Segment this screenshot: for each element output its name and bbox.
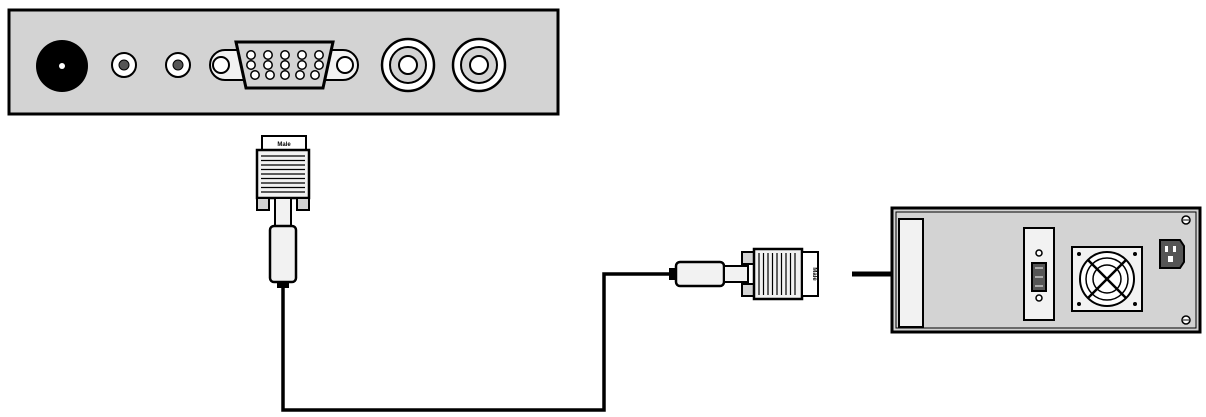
vga-pin [280, 60, 290, 70]
vga-pin [263, 60, 273, 70]
vga-pin [246, 50, 256, 60]
plug-tab-side [801, 251, 819, 297]
case-inner-frame [895, 211, 1197, 329]
audio-jack-1 [111, 52, 137, 78]
vga-pin [310, 70, 320, 80]
vga-plug-horizontal: Male [669, 247, 819, 301]
plug-label-top: Male [277, 142, 291, 148]
rca-jack-2 [451, 37, 507, 93]
ferrite-core-side [674, 260, 726, 288]
plug-thumbscrew-side-top [741, 251, 755, 265]
case-screw-bottom [1181, 315, 1191, 325]
rca-jack-1 [380, 37, 436, 93]
vga-port-female [209, 40, 359, 90]
plug-neck [274, 197, 292, 227]
audio-jack-2 [165, 52, 191, 78]
vga-pin [250, 70, 260, 80]
computer-rear-panel [890, 206, 1202, 334]
vga-pin [314, 50, 324, 60]
vga-pin [280, 70, 290, 80]
device-rear-panel [7, 8, 560, 116]
vga-cable [281, 272, 672, 412]
plug-body-side [752, 247, 804, 301]
dc-power-jack [36, 40, 88, 92]
plug-grip-ribs-side [758, 253, 796, 295]
plug-thumbscrew-side-bottom [741, 283, 755, 297]
ferrite-core-top [268, 224, 298, 284]
plug-label-side: Male [811, 267, 817, 281]
plug-thumbscrew-right [296, 197, 310, 211]
graphics-card-bracket [1023, 227, 1055, 321]
ferrite-end-side [669, 268, 676, 280]
ferrite-end-top [277, 282, 289, 288]
vga-pin-grid [246, 50, 324, 80]
vga-pin [297, 50, 307, 60]
plug-thumbscrew-left [256, 197, 270, 211]
vga-plug-vertical: Male [255, 135, 311, 288]
ac-power-socket [1159, 239, 1185, 269]
psu-fan [1071, 246, 1143, 312]
plug-neck-side [723, 265, 749, 283]
expansion-slot-cover [898, 218, 924, 328]
vga-pin [314, 60, 324, 70]
vga-pin [295, 70, 305, 80]
plug-grip-ribs [261, 155, 305, 193]
vga-pin [297, 60, 307, 70]
case-screw-top [1181, 215, 1191, 225]
vga-pin [265, 70, 275, 80]
vga-pin [280, 50, 290, 60]
vga-pin [246, 60, 256, 70]
vga-pin [263, 50, 273, 60]
